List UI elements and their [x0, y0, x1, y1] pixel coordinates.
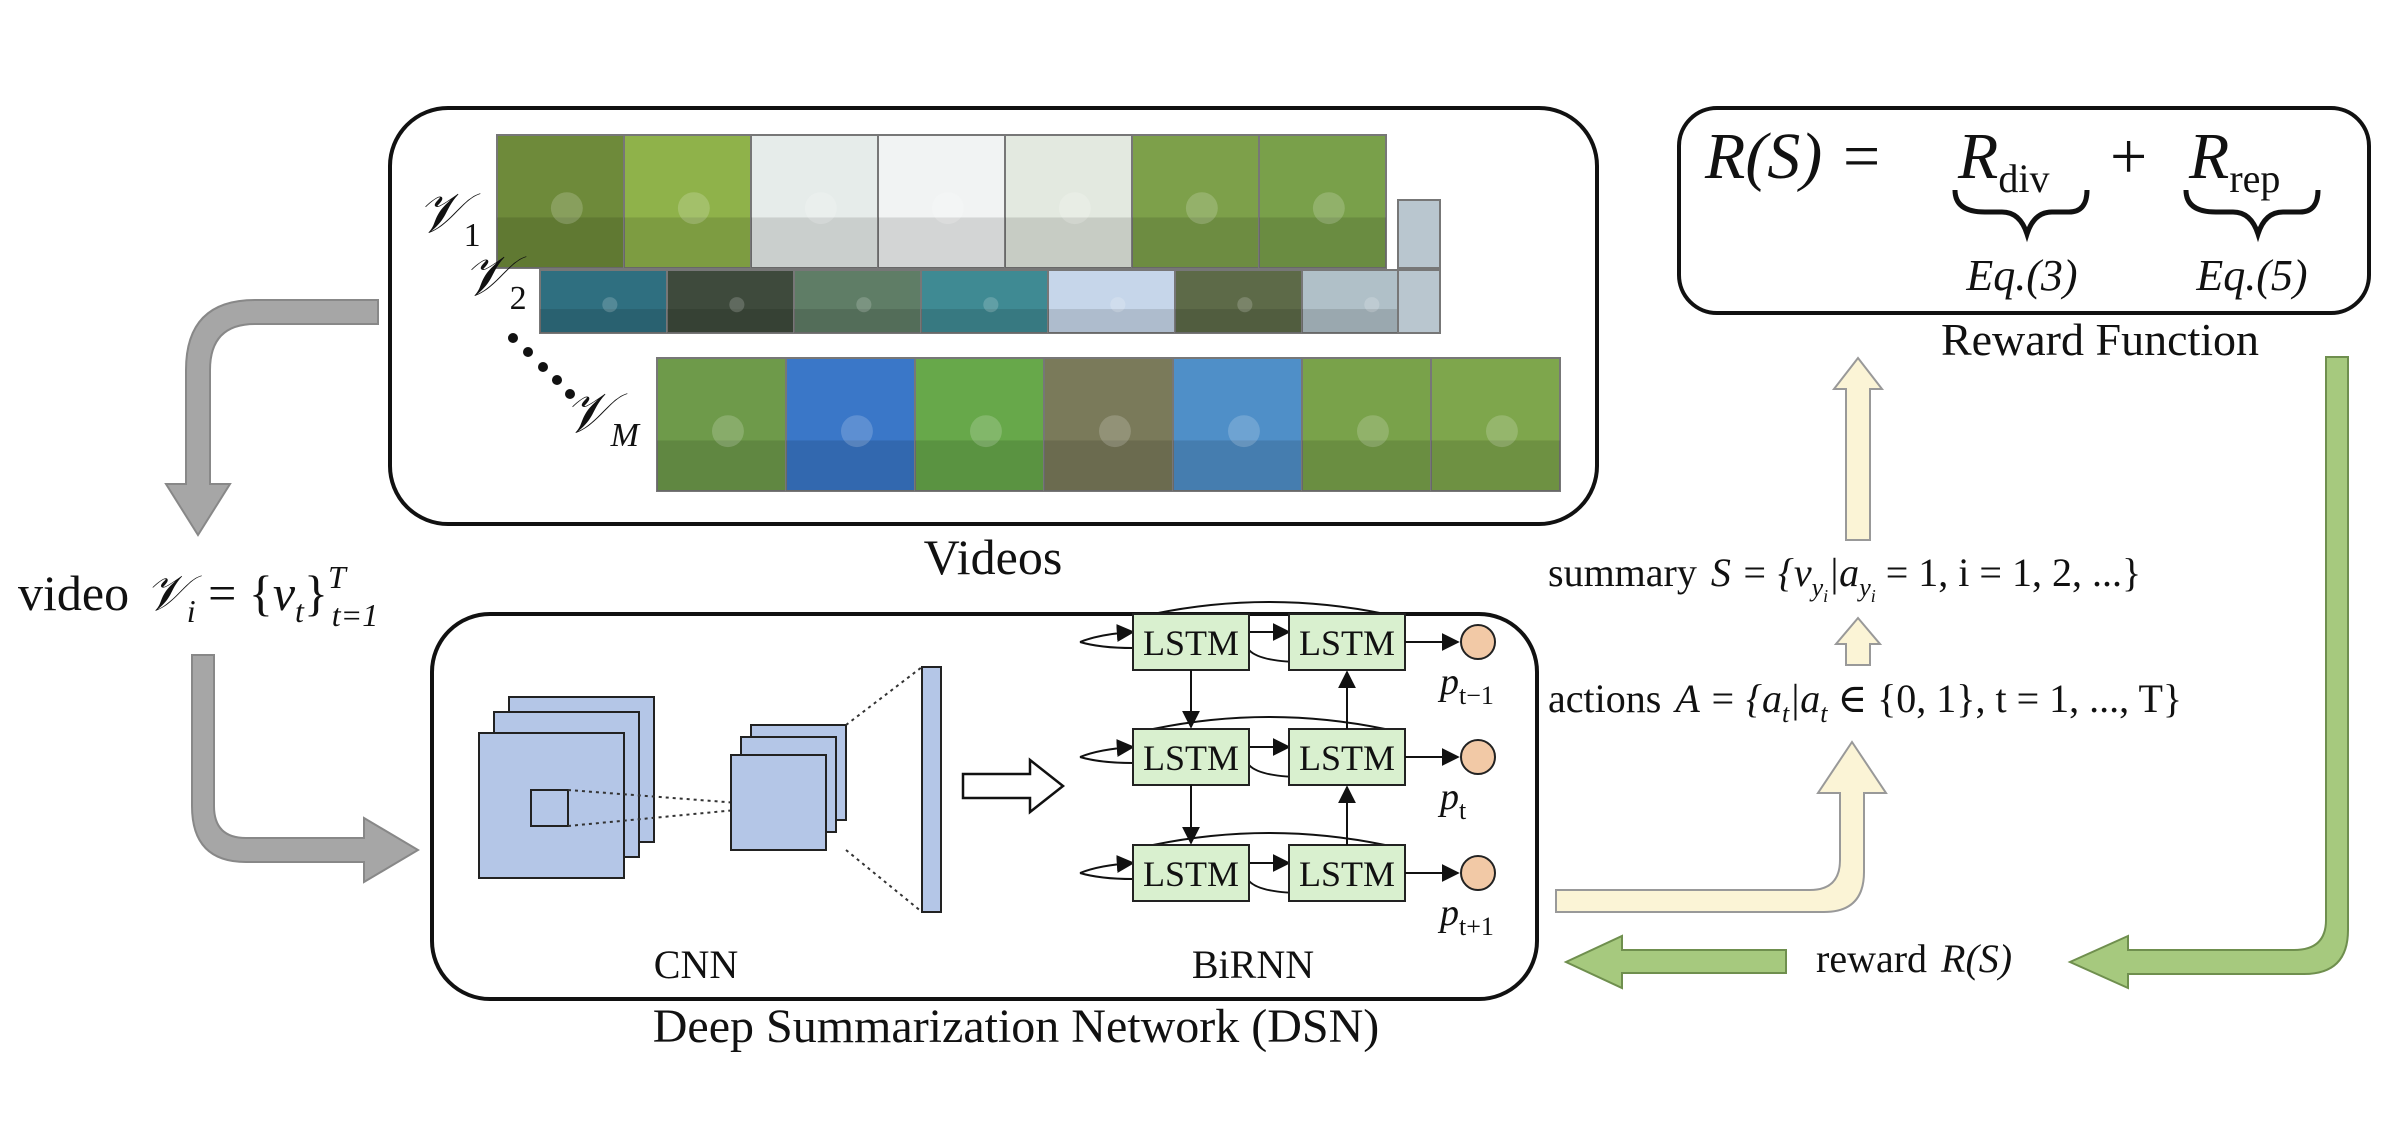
green-arrow-reward-to-label	[2067, 356, 2349, 990]
lstm-cell-label: LSTM	[1143, 738, 1239, 778]
video-frame	[1397, 269, 1441, 334]
ellipsis-dots	[508, 333, 575, 399]
eq-ref-3: Eq.(3)	[1965, 251, 2077, 300]
dsn-title: Deep Summarization Network (DSN)	[653, 1000, 1380, 1053]
probability-label: pt	[1437, 776, 1467, 825]
underbrace-div	[1952, 189, 2090, 243]
video-frame	[877, 134, 1006, 269]
reward-formula-lhs: R(S) =	[1704, 120, 1883, 193]
video-frame	[1258, 134, 1387, 269]
birnn-label: BiRNN	[1192, 942, 1314, 987]
probability-label: pt+1	[1437, 892, 1494, 941]
lstm-cell-label: LSTM	[1143, 854, 1239, 894]
lstm-cell-label: LSTM	[1299, 854, 1395, 894]
videos-title: Videos	[924, 529, 1063, 585]
yellow-arrow-dsn-to-actions	[1555, 740, 1888, 913]
video-frame	[496, 134, 625, 269]
video-strip-2	[539, 269, 1441, 334]
reward-term-rep: Rrep	[2188, 120, 2280, 201]
cnn-label: CNN	[654, 942, 738, 987]
video-strip-1	[496, 134, 1441, 269]
reward-term-div: Rdiv	[1957, 120, 2049, 201]
video-frame	[1047, 269, 1176, 334]
video-frame	[793, 269, 922, 334]
video-frame	[666, 269, 795, 334]
reward-panel-border	[1677, 106, 2371, 315]
video-frame	[914, 357, 1045, 492]
video-frame	[1430, 357, 1561, 492]
lstm-cell: LSTM	[1288, 728, 1406, 786]
cnn-input-stack	[478, 696, 655, 879]
probability-node: pt+1	[1437, 855, 1496, 941]
video-frame	[623, 134, 752, 269]
reward-function-panel: R(S) = Rdiv + Rrep Eq.(3) Eq.(5)	[1677, 106, 2371, 315]
lstm-cell-label: LSTM	[1299, 623, 1395, 663]
gray-arrow-top	[164, 299, 379, 537]
video-frame	[1131, 134, 1260, 269]
video-frame	[539, 269, 668, 334]
underbrace-rep	[2183, 189, 2321, 243]
reward-plus: +	[2110, 120, 2147, 193]
reward-function-title: Reward Function	[1941, 314, 2259, 365]
video-frame	[656, 357, 787, 492]
lstm-cell: LSTM	[1288, 613, 1406, 671]
cnn-feature-stack	[730, 724, 847, 851]
feature-to-birnn-arrow	[961, 757, 1066, 815]
lstm-cell: LSTM	[1132, 613, 1250, 671]
probability-label: pt−1	[1437, 661, 1494, 710]
green-arrow-label-to-dsn	[1563, 934, 1787, 990]
lstm-cell-label: LSTM	[1143, 623, 1239, 663]
video-frame	[1397, 199, 1441, 269]
yellow-arrow-actions-to-summary	[1833, 616, 1883, 666]
video-frame	[1174, 269, 1303, 334]
video-frame	[1043, 357, 1174, 492]
video-frame	[750, 134, 879, 269]
video-frame	[785, 357, 916, 492]
video-frame	[1301, 357, 1432, 492]
lstm-cell: LSTM	[1132, 844, 1250, 902]
video-frame	[1172, 357, 1303, 492]
probability-node: pt	[1437, 739, 1496, 825]
receptive-field	[530, 789, 569, 827]
gray-arrow-bottom	[191, 654, 420, 884]
lstm-cell: LSTM	[1132, 728, 1250, 786]
probability-node: pt−1	[1437, 624, 1496, 710]
yellow-arrow-summary-to-reward	[1831, 356, 1885, 541]
video-frame	[1004, 134, 1133, 269]
lstm-cell-label: LSTM	[1299, 738, 1395, 778]
feature-vector	[921, 666, 942, 913]
video-strip-m	[656, 357, 1561, 492]
dsn-panel-border	[430, 612, 1539, 1001]
video-frame	[920, 269, 1049, 334]
lstm-cell: LSTM	[1288, 844, 1406, 902]
video-label-1: 𝒱1	[417, 183, 481, 254]
eq-ref-5: Eq.(5)	[2195, 251, 2307, 300]
videos-panel: 𝒱1 𝒱2 𝒱M	[388, 106, 1599, 526]
